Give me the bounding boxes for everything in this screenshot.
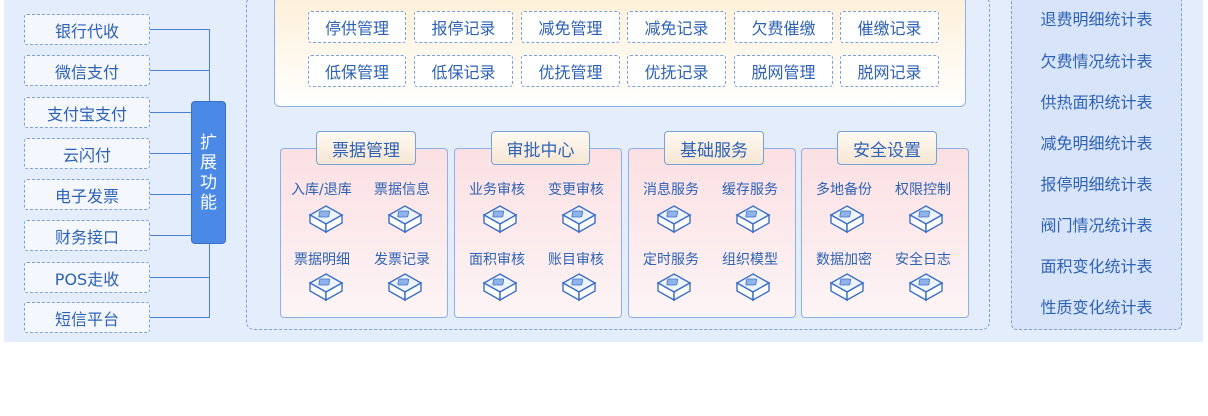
left-item-wechat[interactable]: 微信支付	[24, 55, 150, 86]
left-item-alipay[interactable]: 支付宝支付	[24, 97, 150, 128]
panel-item-label[interactable]: 账目审核	[548, 252, 604, 268]
top-button[interactable]: 减免记录	[627, 11, 726, 43]
panel-item-label[interactable]: 组织模型	[722, 252, 778, 268]
cube-icon	[309, 273, 343, 301]
report-item[interactable]: 阀门情况统计表	[1040, 216, 1153, 235]
panel-item-label[interactable]: 票据信息	[374, 182, 430, 198]
left-item-finance[interactable]: 财务接口	[24, 220, 150, 251]
panel-item-label[interactable]: 变更审核	[548, 182, 604, 198]
connector	[150, 29, 210, 30]
report-item[interactable]: 减免明细统计表	[1040, 134, 1153, 153]
panel-item-label[interactable]: 多地备份	[816, 182, 872, 198]
panel-title: 安全设置	[837, 131, 937, 165]
connector	[150, 194, 191, 195]
top-button[interactable]: 优抚记录	[627, 55, 726, 87]
connector	[150, 112, 191, 113]
cube-icon	[657, 205, 691, 233]
cube-icon	[909, 205, 943, 233]
cube-icon	[388, 273, 422, 301]
cube-icon	[309, 205, 343, 233]
panel-item-label[interactable]: 权限控制	[895, 182, 951, 198]
panel-item-label[interactable]: 定时服务	[643, 252, 699, 268]
panel-item-label[interactable]: 数据加密	[816, 252, 872, 268]
cube-icon	[657, 273, 691, 301]
connector	[150, 277, 210, 278]
left-item-einvoice[interactable]: 电子发票	[24, 179, 150, 210]
report-item[interactable]: 供热面积统计表	[1040, 93, 1153, 112]
panel-title: 审批中心	[491, 131, 590, 165]
cube-icon	[909, 273, 943, 301]
main-frame	[246, 0, 990, 330]
extension-label-char: 功	[200, 172, 217, 193]
cube-icon	[830, 273, 864, 301]
panel-title: 基础服务	[664, 131, 764, 165]
top-button[interactable]: 脱网管理	[734, 55, 833, 87]
panel-item-label[interactable]: 消息服务	[643, 182, 699, 198]
panel-title: 票据管理	[316, 131, 416, 165]
panel-item-label[interactable]: 缓存服务	[722, 182, 778, 198]
connector	[150, 235, 191, 236]
extension-label-char: 扩	[200, 132, 217, 153]
cube-icon	[736, 205, 770, 233]
connector	[150, 70, 210, 71]
panel-item-label[interactable]: 安全日志	[895, 252, 951, 268]
cube-icon	[562, 273, 596, 301]
panel-item-label[interactable]: 发票记录	[374, 252, 430, 268]
top-button[interactable]: 低保管理	[308, 55, 406, 87]
panel-item-label[interactable]: 面积审核	[469, 252, 525, 268]
left-item-bank[interactable]: 银行代收	[24, 14, 150, 45]
left-item-unionpay[interactable]: 云闪付	[24, 138, 150, 169]
extension-functions-box[interactable]: 扩 展 功 能	[191, 101, 226, 244]
cube-icon	[736, 273, 770, 301]
top-button[interactable]: 优抚管理	[521, 55, 620, 87]
report-item[interactable]: 报停明细统计表	[1040, 175, 1153, 194]
top-button[interactable]: 低保记录	[414, 55, 513, 87]
report-item[interactable]: 面积变化统计表	[1040, 257, 1153, 276]
top-button[interactable]: 催缴记录	[840, 11, 939, 43]
cube-icon	[830, 205, 864, 233]
cube-icon	[483, 205, 517, 233]
extension-label-char: 展	[200, 152, 217, 173]
extension-label-char: 能	[200, 192, 217, 213]
panel-item-label[interactable]: 入库/退库	[291, 182, 352, 198]
panel-item-label[interactable]: 票据明细	[294, 252, 350, 268]
connector	[150, 153, 191, 154]
cube-icon	[483, 273, 517, 301]
cube-icon	[388, 205, 422, 233]
connector	[150, 317, 210, 318]
left-item-pos[interactable]: POS走收	[24, 262, 150, 293]
report-item[interactable]: 欠费情况统计表	[1040, 52, 1153, 71]
top-button[interactable]: 停供管理	[308, 11, 406, 43]
top-button[interactable]: 减免管理	[521, 11, 620, 43]
panel-item-label[interactable]: 业务审核	[469, 182, 525, 198]
top-button[interactable]: 脱网记录	[840, 55, 939, 87]
report-item[interactable]: 性质变化统计表	[1040, 298, 1153, 317]
report-item[interactable]: 退费明细统计表	[1040, 10, 1153, 29]
report-panel	[1011, 0, 1182, 330]
top-button[interactable]: 报停记录	[414, 11, 513, 43]
left-item-sms[interactable]: 短信平台	[24, 302, 150, 333]
cube-icon	[562, 205, 596, 233]
top-button[interactable]: 欠费催缴	[734, 11, 833, 43]
